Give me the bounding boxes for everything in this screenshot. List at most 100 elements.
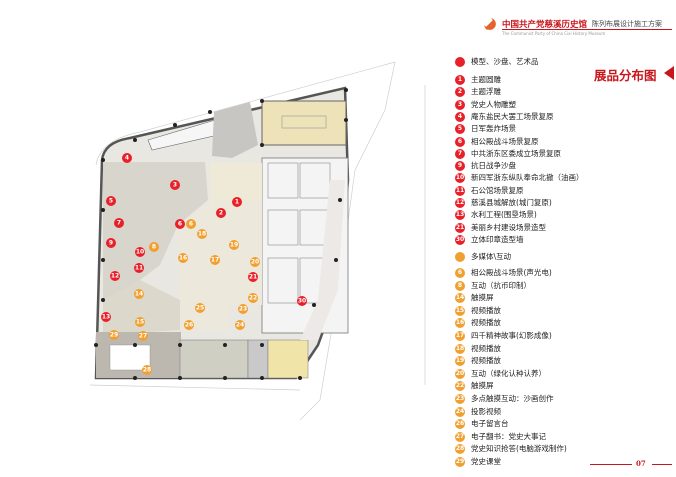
plan-marker-orange: 20 — [250, 257, 260, 267]
marker-orange-icon: 16 — [455, 318, 465, 329]
plan-marker-orange: 14 — [134, 289, 144, 299]
svg-text:1: 1 — [235, 199, 239, 206]
plan-marker-red: 6 — [175, 219, 185, 229]
plan-marker-red: 5 — [106, 196, 116, 206]
legend-label: 中共浙东区委成立场景复原 — [471, 148, 561, 158]
legend-label: 庵东盐民大罢工场景复原 — [471, 111, 554, 121]
legend-label: 投影视频 — [471, 406, 501, 416]
marker-orange-icon: 19 — [455, 356, 465, 367]
plan-marker-orange: 17 — [210, 255, 220, 265]
museum-name-en: The Communist Party of China Cixi Histor… — [502, 31, 606, 36]
svg-text:11: 11 — [135, 265, 143, 272]
legend-label: 相公殿战斗场景复原 — [471, 136, 539, 146]
plan-marker-orange: 26 — [184, 320, 194, 330]
svg-text:16: 16 — [179, 255, 187, 262]
marker-red-icon: 11 — [455, 185, 465, 196]
plan-marker-orange: 19 — [229, 240, 239, 250]
legend-label: 触摸屏 — [471, 293, 494, 303]
plan-marker-orange: 8 — [149, 242, 159, 252]
marker-orange-icon: 27 — [455, 431, 465, 442]
svg-text:10: 10 — [136, 249, 144, 256]
museum-name: 中国共产党慈溪历史馆 — [502, 20, 588, 30]
legend-label: 石公馆场景复原 — [471, 185, 524, 195]
marker-orange-icon: 8 — [455, 280, 465, 291]
svg-text:21: 21 — [249, 274, 257, 281]
marker-orange-icon — [455, 252, 465, 262]
marker-orange-icon: 26 — [455, 419, 465, 430]
page-divider — [652, 464, 672, 465]
page-number: 07 — [636, 459, 646, 468]
svg-text:14: 14 — [135, 291, 143, 298]
marker-red-icon: 4 — [455, 111, 465, 122]
legend-item: 4 庵东盐民大罢工场景复原 — [455, 111, 554, 123]
room-south-center — [179, 339, 249, 379]
marker-orange-icon: 18 — [455, 343, 465, 354]
header-divider — [502, 29, 672, 30]
legend-label: 多点触摸互动：沙画创作 — [471, 394, 554, 403]
plan-marker-red: 7 — [114, 218, 124, 228]
plan-marker-orange: 16 — [178, 253, 188, 263]
legend-item: 12 慈溪县城解放(城门复原) — [455, 197, 552, 209]
legend-label: 抗日战争沙盘 — [471, 161, 516, 171]
plan-marker-orange: 18 — [197, 229, 207, 239]
svg-text:23: 23 — [239, 306, 247, 313]
marker-orange-icon: 20 — [455, 368, 465, 379]
legend-label: 主题浮雕 — [471, 87, 501, 97]
plan-marker-orange: 23 — [238, 304, 248, 314]
svg-text:3: 3 — [173, 182, 177, 189]
svg-text:30: 30 — [298, 298, 306, 305]
svg-text:24: 24 — [236, 322, 244, 329]
svg-text:7: 7 — [117, 220, 121, 227]
plan-marker-orange: 28 — [142, 365, 152, 375]
marker-red-icon: 9 — [455, 161, 465, 172]
marker-orange-icon: 15 — [455, 305, 465, 316]
plan-marker-red: 10 — [135, 247, 145, 257]
svg-text:9: 9 — [109, 240, 113, 247]
marker-orange-icon: 28 — [455, 444, 465, 455]
marker-red-icon: 3 — [455, 99, 465, 110]
legend-label: 美丽乡村建设场景造型 — [471, 222, 546, 232]
plan-marker-orange: 15 — [135, 317, 145, 327]
marker-red-icon — [455, 57, 465, 67]
legend-label: 党史课堂 — [471, 457, 501, 466]
hall-southwest — [103, 280, 180, 335]
marker-orange-icon: 23 — [455, 394, 465, 404]
legend-label: 水利工程(围垦场景) — [471, 210, 537, 220]
marker-red-icon: 12 — [455, 198, 465, 208]
legend-label: 党史知识抢答(电脑游戏制作) — [471, 444, 567, 454]
legend-label: 模型、沙盘、艺术品 — [471, 57, 539, 66]
plan-marker-red: 2 — [216, 208, 226, 218]
title-arrow-icon — [664, 66, 674, 80]
document-subtitle: 陈列布展设计施工方案 — [592, 20, 662, 28]
marker-red-icon: 21 — [455, 222, 465, 233]
legend-group-header: 多媒体\互动 — [455, 251, 511, 263]
svg-text:27: 27 — [139, 333, 147, 340]
legend-label: 慈溪县城解放(城门复原) — [471, 198, 552, 207]
meeting-room — [261, 100, 347, 146]
svg-text:15: 15 — [136, 319, 144, 326]
svg-text:6: 6 — [178, 221, 182, 228]
marker-red-icon: 7 — [455, 148, 465, 159]
plan-marker-red: 4 — [122, 153, 132, 163]
svg-text:26: 26 — [185, 322, 193, 329]
hall-west — [103, 162, 208, 300]
svg-text:20: 20 — [251, 259, 259, 266]
legend-label: 新四军浙东纵队奉命北撤（油画） — [471, 173, 584, 183]
legend-label: 电子翻书：党史大事记 — [471, 431, 546, 441]
plan-marker-red: 1 — [232, 197, 242, 207]
page-divider — [590, 464, 632, 465]
legend-label: 四千精神故事(幻影成像) — [471, 331, 552, 340]
marker-orange-icon: 17 — [455, 331, 465, 341]
sheet-title: 展品分布图 — [594, 68, 657, 83]
